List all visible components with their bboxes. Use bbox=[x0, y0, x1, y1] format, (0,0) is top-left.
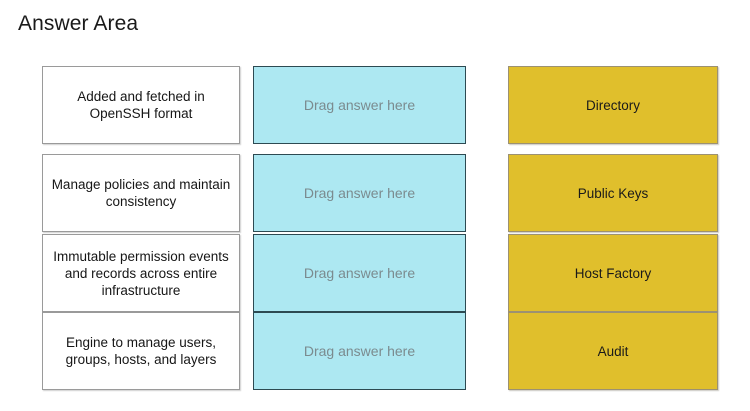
answer-tile-label: Audit bbox=[597, 343, 629, 359]
prompt-text: Engine to manage users, groups, hosts, a… bbox=[65, 335, 217, 367]
drop-zone[interactable]: Drag answer here bbox=[253, 312, 466, 390]
answer-row: Manage policies and maintain consistency… bbox=[0, 154, 750, 232]
prompt-card: Immutable permission events and records … bbox=[42, 234, 240, 312]
answer-tile-label: Host Factory bbox=[574, 265, 652, 281]
drop-zone-placeholder: Drag answer here bbox=[303, 342, 416, 359]
answer-tile-audit[interactable]: Audit bbox=[508, 312, 718, 390]
answer-tile-label: Directory bbox=[585, 97, 640, 113]
drop-zone-placeholder: Drag answer here bbox=[303, 184, 416, 201]
prompt-card: Added and fetched in OpenSSH format bbox=[42, 66, 240, 144]
drop-zone-placeholder: Drag answer here bbox=[303, 96, 416, 113]
drop-zone-placeholder: Drag answer here bbox=[303, 264, 416, 281]
page-title: Answer Area bbox=[18, 12, 139, 35]
drop-zone[interactable]: Drag answer here bbox=[253, 154, 466, 232]
prompt-text: Added and fetched in OpenSSH format bbox=[77, 89, 205, 121]
prompt-card: Engine to manage users, groups, hosts, a… bbox=[42, 312, 240, 390]
prompt-text: Immutable permission events and records … bbox=[53, 248, 229, 298]
prompt-text: Manage policies and maintain consistency bbox=[51, 177, 231, 209]
answer-tile-directory[interactable]: Directory bbox=[508, 66, 718, 144]
answer-row: Engine to manage users, groups, hosts, a… bbox=[0, 312, 750, 390]
drop-zone[interactable]: Drag answer here bbox=[253, 234, 466, 312]
prompt-card: Manage policies and maintain consistency bbox=[42, 154, 240, 232]
answer-row: Added and fetched in OpenSSH format Drag… bbox=[0, 66, 750, 144]
answer-tile-host-factory[interactable]: Host Factory bbox=[508, 234, 718, 312]
answer-tile-label: Public Keys bbox=[577, 185, 649, 201]
drop-zone[interactable]: Drag answer here bbox=[253, 66, 466, 144]
answer-tile-public-keys[interactable]: Public Keys bbox=[508, 154, 718, 232]
answer-row: Immutable permission events and records … bbox=[0, 234, 750, 312]
